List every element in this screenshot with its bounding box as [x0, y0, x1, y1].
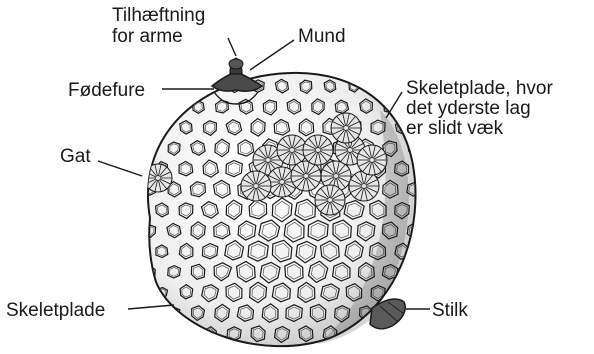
- skeletal-plate: [180, 328, 191, 340]
- skeletal-plate: [337, 60, 347, 70]
- skeletal-plate-inner: [266, 62, 274, 70]
- skeletal-plate-inner: [374, 329, 382, 338]
- label-attachment-line2: for arme: [112, 26, 183, 47]
- skeletal-plate-inner: [422, 205, 430, 215]
- skeletal-plate: [157, 122, 167, 132]
- skeletal-plate: [169, 102, 179, 112]
- skeletal-plate-inner: [338, 62, 345, 69]
- skeletal-plate: [420, 162, 432, 175]
- skeletal-plate: [433, 183, 444, 195]
- label-food-groove: Fødefure: [68, 80, 145, 101]
- skeletal-plate: [133, 205, 143, 216]
- skeletal-plate: [433, 225, 444, 236]
- skeletal-plate-inner: [434, 227, 442, 235]
- skeletal-plate: [420, 245, 432, 257]
- skeletal-plate: [121, 226, 131, 236]
- leader-skeletal-plate: [128, 305, 174, 309]
- skeletal-plate-inner: [134, 206, 142, 214]
- label-skeletal-plate: Skeletplade: [6, 300, 105, 321]
- label-attachment-line1: Tilhæftning: [112, 5, 205, 26]
- skeletal-plate-inner: [398, 288, 406, 297]
- label-stalk: Stilk: [432, 300, 468, 321]
- label-worn-plate-line2: det yderste lag: [406, 98, 531, 119]
- skeletal-plate: [373, 80, 383, 91]
- skeletal-plate-inner: [291, 61, 299, 69]
- skeletal-plate: [313, 60, 323, 70]
- skeletal-plate-inner: [243, 61, 250, 69]
- label-pore: Gat: [60, 146, 91, 167]
- skeletal-plate-inner: [171, 309, 179, 318]
- label-worn-plate-line3: er slidt væk: [406, 118, 504, 139]
- skeletal-plate-inner: [182, 330, 190, 338]
- skeletal-plate-inner: [134, 165, 141, 173]
- skeletal-plate: [122, 184, 131, 195]
- skeletal-plate: [240, 349, 252, 354]
- skeletal-plate-inner: [158, 124, 165, 131]
- skeletal-plate-inner: [123, 185, 129, 193]
- skeletal-plate: [408, 265, 420, 279]
- skeletal-plate: [144, 142, 155, 153]
- skeletal-plate-inner: [314, 350, 322, 354]
- leader-attachment: [228, 38, 236, 56]
- leader-worn-plate: [386, 92, 402, 118]
- skeletal-plate-inner: [122, 227, 129, 234]
- skeletal-plate-inner: [290, 349, 299, 354]
- skeletal-plate-inner: [422, 164, 431, 173]
- skeletal-plate-inner: [242, 350, 251, 354]
- leader-mouth: [250, 40, 294, 70]
- skeletal-plate-inner: [338, 350, 346, 354]
- skeletal-plate: [396, 286, 408, 299]
- skeletal-plate-inner: [218, 350, 226, 354]
- skeletal-plate-inner: [374, 82, 381, 90]
- skeletal-plate: [133, 163, 143, 174]
- label-mouth: Mund: [298, 26, 346, 47]
- skeletal-plate: [182, 81, 191, 92]
- skeletal-plate: [337, 348, 348, 354]
- skeletal-plate: [217, 61, 227, 71]
- skeletal-plate-inner: [422, 247, 431, 256]
- skeletal-plate-inner: [410, 267, 419, 277]
- skeletal-plate-inner: [135, 247, 142, 255]
- skeletal-plate: [216, 348, 227, 354]
- skeletal-plate: [264, 348, 276, 354]
- skeletal-plate-inner: [315, 62, 322, 69]
- label-worn-plate-line1: Skeletplade, hvor: [406, 78, 553, 99]
- skeletal-plate-inner: [266, 350, 275, 354]
- skeletal-plate: [420, 203, 432, 216]
- skeletal-plate: [289, 60, 300, 72]
- skeletal-plate-inner: [170, 103, 177, 111]
- skeletal-plate: [312, 348, 324, 354]
- skeletal-plate-inner: [434, 185, 442, 194]
- skeletal-plate: [288, 347, 301, 354]
- skeletal-plate-inner: [146, 144, 154, 152]
- leader-pore: [98, 161, 142, 176]
- skeletal-plate-inner: [219, 62, 226, 69]
- skeletal-plate: [265, 60, 275, 71]
- skeletal-plate: [133, 245, 142, 257]
